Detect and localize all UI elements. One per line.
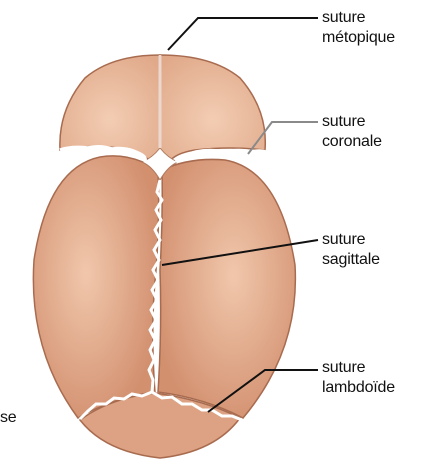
label-suture-lambdoide: suture lambdoïde [322, 358, 395, 398]
label-suture-coronale: suture coronale [322, 112, 382, 152]
label-sagittale-line2: sagittale [322, 250, 380, 270]
label-sagittale-line1: suture [322, 230, 380, 250]
edge-fragment: se [0, 408, 17, 428]
label-lambdoide-line2: lambdoïde [322, 378, 395, 398]
left-parietal-bone [33, 156, 158, 418]
label-suture-sagittale: suture sagittale [322, 230, 380, 270]
label-coronale-line1: suture [322, 112, 382, 132]
cropped-edge-text: se [0, 408, 17, 428]
label-suture-metopique: suture métopique [322, 8, 395, 48]
label-lambdoide-line1: suture [322, 358, 395, 378]
label-coronale-line2: coronale [322, 132, 382, 152]
label-metopique-line2: métopique [322, 28, 395, 48]
leader-line-metopique [168, 18, 318, 50]
label-metopique-line1: suture [322, 8, 395, 28]
frontal-bone-right [160, 55, 265, 163]
right-parietal-bone [158, 159, 295, 418]
